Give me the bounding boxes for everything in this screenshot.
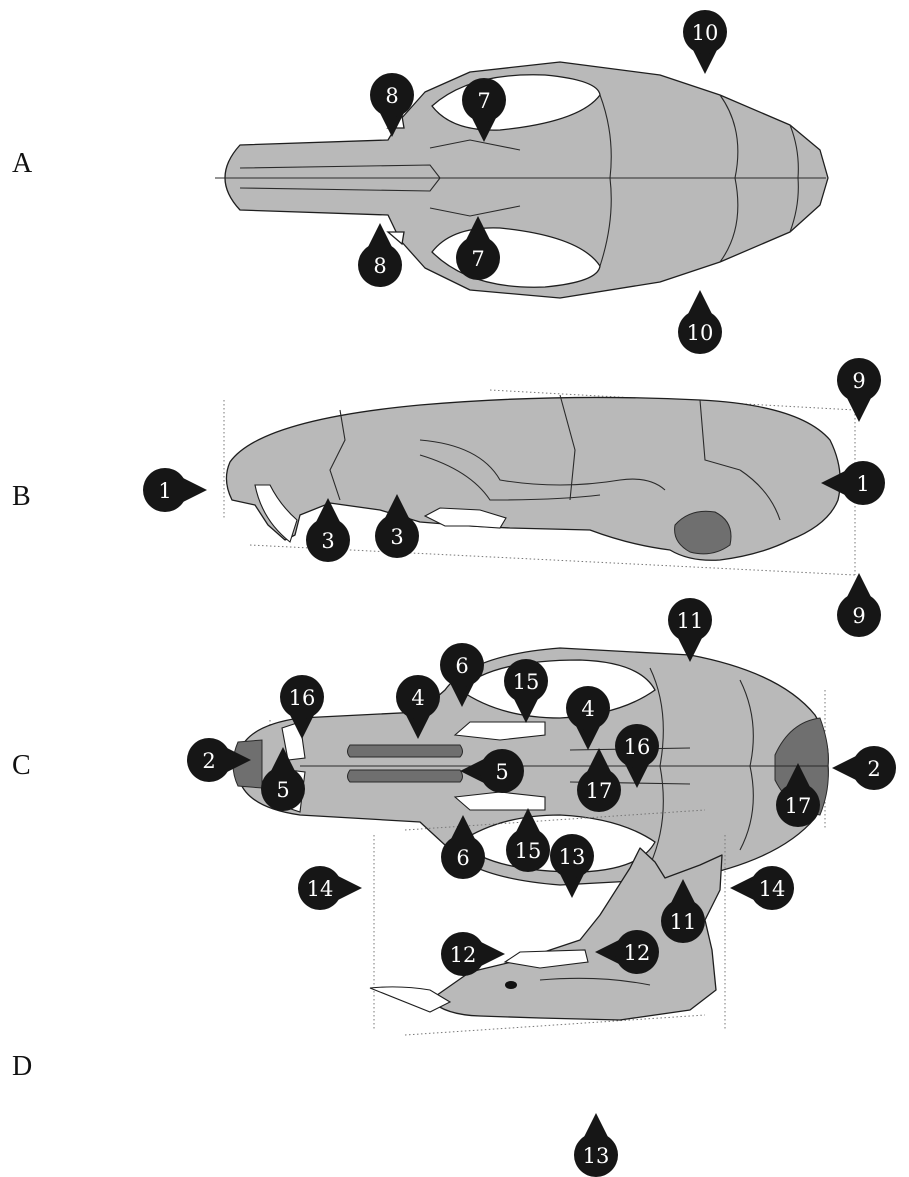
mental-foramen: [505, 981, 517, 989]
lower-incisor: [370, 987, 450, 1012]
marker-number: 7: [471, 247, 484, 271]
marker-number: 17: [586, 779, 613, 803]
nasal-notch-lower: [388, 232, 404, 244]
marker-number: 3: [390, 525, 403, 549]
callout-marker-10: 10: [678, 290, 722, 354]
marker-number: 15: [513, 670, 540, 694]
marker-number: 7: [477, 89, 490, 113]
callout-marker-9: 9: [837, 358, 881, 422]
callout-marker-13: 13: [550, 834, 594, 898]
marker-number: 11: [670, 910, 697, 934]
callout-marker-10: 10: [683, 10, 727, 74]
marker-number: 14: [307, 877, 334, 901]
marker-number: 16: [624, 735, 651, 759]
callout-marker-14: 14: [298, 866, 362, 910]
callout-marker-14: 14: [730, 866, 794, 910]
marker-number: 6: [456, 846, 469, 870]
marker-number: 14: [759, 877, 786, 901]
marker-number: 3: [321, 529, 334, 553]
panel-label-d: D: [12, 1051, 32, 1082]
panel-label-c: C: [12, 750, 31, 781]
marker-number: 5: [276, 778, 289, 802]
marker-number: 1: [856, 472, 869, 496]
panel-label-a: A: [12, 148, 33, 179]
marker-number: 13: [583, 1144, 610, 1168]
marker-number: 12: [624, 941, 651, 965]
marker-number: 1: [158, 479, 171, 503]
marker-number: 8: [385, 84, 398, 108]
marker-number: 16: [289, 686, 316, 710]
marker-number: 12: [450, 943, 477, 967]
marker-number: 10: [692, 21, 719, 45]
marker-number: 11: [677, 609, 704, 633]
callout-marker-11: 11: [668, 598, 712, 662]
marker-number: 13: [559, 845, 586, 869]
panel-label-b: B: [12, 481, 31, 512]
marker-number: 5: [495, 760, 508, 784]
marker-number: 2: [867, 757, 880, 781]
palatine-slit-upper: [348, 745, 463, 757]
marker-number: 6: [455, 654, 468, 678]
marker-number: 8: [373, 254, 386, 278]
callout-marker-13: 13: [574, 1113, 618, 1177]
marker-number: 17: [785, 794, 812, 818]
marker-number: 9: [852, 369, 865, 393]
marker-number: 10: [687, 321, 714, 345]
marker-number: 4: [411, 686, 424, 710]
tympanic-bulla: [675, 511, 731, 554]
callout-marker-2: 2: [832, 746, 896, 790]
callout-marker-1: 1: [143, 468, 207, 512]
palatine-slit-lower: [348, 770, 463, 782]
marker-number: 4: [581, 697, 594, 721]
callout-marker-9: 9: [837, 573, 881, 637]
panel-a-dorsal-skull: [215, 62, 828, 298]
marker-number: 15: [515, 839, 542, 863]
marker-number: 9: [852, 604, 865, 628]
marker-number: 2: [202, 749, 215, 773]
